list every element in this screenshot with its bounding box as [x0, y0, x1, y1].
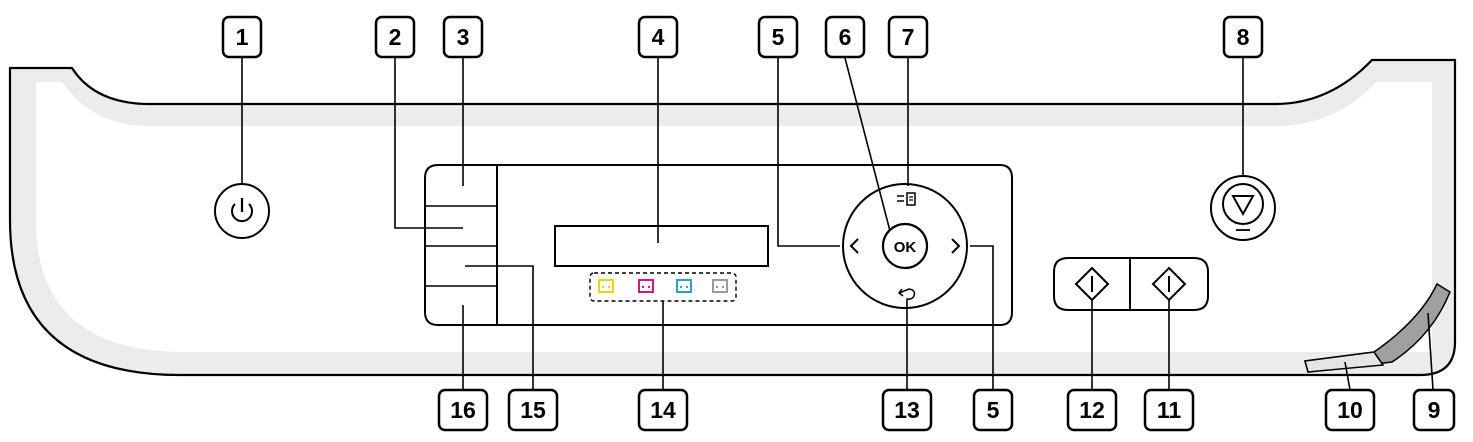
svg-text:7: 7 [902, 24, 915, 50]
power-button[interactable] [214, 183, 270, 239]
svg-text:1: 1 [236, 24, 249, 50]
callout-9: 9 [1412, 388, 1456, 432]
toner-icon [638, 279, 654, 293]
svg-text:10: 10 [1337, 397, 1363, 423]
left-button-column [425, 165, 498, 325]
stop-button[interactable] [1210, 175, 1276, 241]
svg-text:2: 2 [389, 24, 402, 50]
button-3[interactable] [427, 167, 495, 205]
callout-13: 13 [881, 388, 933, 432]
start-buttons [1053, 257, 1209, 311]
callout-10: 10 [1324, 388, 1376, 432]
menu-icon [897, 192, 916, 206]
arrow-right-button[interactable] [951, 238, 961, 254]
back-button[interactable] [897, 288, 916, 300]
power-icon [231, 198, 253, 223]
callout-1: 1 [221, 15, 263, 59]
callout-7: 7 [887, 15, 929, 59]
ok-button[interactable]: OK [881, 222, 929, 270]
svg-text:8: 8 [1237, 24, 1250, 50]
callout-5-top: 5 [757, 15, 799, 59]
svg-text:15: 15 [520, 397, 546, 423]
callout-15: 15 [507, 388, 559, 432]
svg-text:5: 5 [987, 397, 1000, 423]
svg-text:4: 4 [652, 24, 665, 50]
toner-icon [712, 279, 728, 293]
ok-label: OK [894, 239, 917, 256]
callout-8: 8 [1222, 15, 1264, 59]
toner-icon [676, 279, 692, 293]
menu-button[interactable] [897, 192, 916, 206]
callout-2: 2 [374, 15, 416, 59]
callout-4: 4 [637, 15, 679, 59]
arrow-right-icon [951, 238, 961, 254]
panel-face [36, 82, 1432, 352]
svg-text:16: 16 [450, 397, 476, 423]
callout-11: 11 [1143, 388, 1195, 432]
svg-text:6: 6 [839, 24, 852, 50]
status-indicator-strip [1304, 282, 1451, 373]
callout-16: 16 [437, 388, 489, 432]
callout-3: 3 [442, 15, 484, 59]
svg-text:9: 9 [1428, 397, 1441, 423]
button-2[interactable] [427, 207, 495, 245]
callout-6: 6 [824, 15, 866, 59]
svg-text:12: 12 [1079, 397, 1105, 423]
stop-icon [1231, 195, 1255, 217]
svg-text:5: 5 [772, 24, 785, 50]
lcd-display [554, 225, 769, 267]
display-bezel [424, 164, 1013, 326]
arrow-left-icon [849, 238, 859, 254]
svg-text:3: 3 [457, 24, 470, 50]
callout-5-bottom: 5 [972, 388, 1014, 432]
leader-lines [241, 57, 1434, 391]
back-icon [897, 288, 916, 300]
button-16[interactable] [427, 287, 495, 323]
toner-icon [598, 279, 614, 293]
arrow-left-button[interactable] [849, 238, 859, 254]
navigation-ring [842, 183, 968, 309]
svg-text:13: 13 [894, 397, 920, 423]
svg-text:14: 14 [650, 397, 676, 423]
svg-text:11: 11 [1157, 397, 1182, 423]
callout-12: 12 [1066, 388, 1118, 432]
callout-14: 14 [637, 388, 689, 432]
